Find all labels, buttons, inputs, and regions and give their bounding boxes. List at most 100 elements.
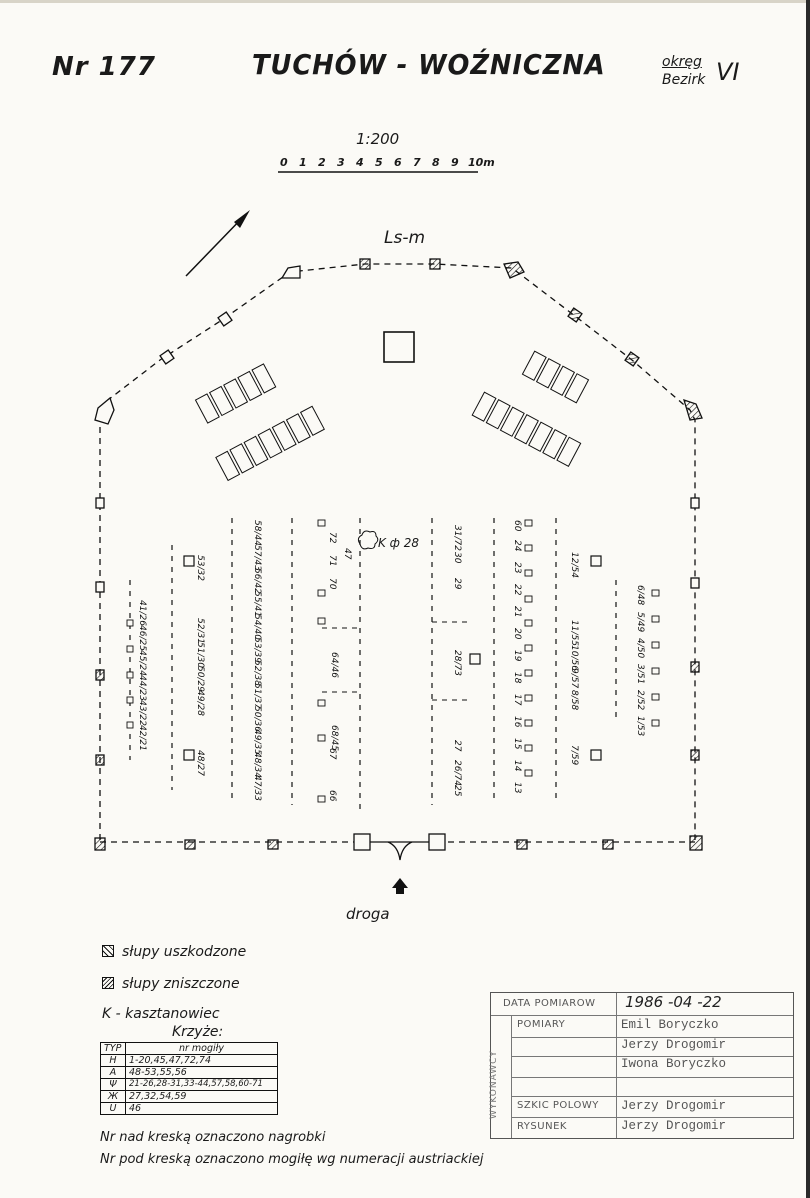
grave-numbers: 48-53,55,56 [125, 1066, 278, 1079]
grave-numbers: 27,32,54,59 [125, 1090, 278, 1103]
grave-label: 47 [342, 548, 352, 560]
scale-tick: 0 [280, 156, 288, 169]
north-arrow-icon [185, 210, 250, 277]
grave-label: 25 [452, 785, 462, 797]
date-label: DATA POMIAROW [503, 998, 596, 1009]
legend-destroyed: słupy zniszczone [102, 976, 240, 992]
legend-damaged-text: słupy uszkodzone [122, 944, 247, 960]
grave-label: 52/31 [195, 618, 205, 644]
entrance-arrow-icon [392, 878, 408, 894]
grave-label: 3/51 [635, 664, 645, 684]
date-value: 1986 -04 -22 [625, 993, 722, 1011]
grave-label: 15 [512, 738, 522, 750]
cemetery-fence [99, 263, 696, 843]
grave-label: 11/55 [569, 620, 579, 646]
grave-label: 52/38 [252, 660, 262, 686]
grave-label: 47/33 [252, 775, 262, 801]
grave-markers [126, 519, 660, 803]
grave-label: 45/24 [137, 650, 147, 676]
grave-label: 70 [327, 578, 337, 590]
grave-label: 56/42 [252, 568, 262, 594]
scale-tick: 8 [432, 156, 440, 169]
grave-numbers: 1-20,45,47,72,74 [125, 1054, 278, 1067]
grave-label: 21 [512, 606, 522, 617]
pomiary-person-3: Iwona Boryczko [621, 1057, 727, 1071]
table-header: TYP [100, 1042, 126, 1055]
grave-label: 13 [512, 782, 522, 794]
grave-label: 58/44 [252, 520, 262, 546]
scale-tick: 2 [318, 156, 326, 169]
scale-tick: 9 [451, 156, 459, 169]
grave-label: 41/26 [137, 600, 147, 626]
scale-tick: 3 [337, 156, 345, 169]
grave-group-north-west [194, 363, 325, 482]
grave-label: 10/56 [569, 645, 579, 671]
legend-k-note: K - kasztanowiec [102, 1006, 220, 1022]
district-label: okręg [662, 54, 702, 70]
grave-label: 31/72 [452, 525, 462, 551]
table-header-row: TYP nr mogiły [100, 1042, 278, 1055]
grave-label: 51/30 [195, 642, 205, 668]
szkic-value: Jerzy Drogomir [621, 1099, 727, 1113]
pomiary-label: POMIARY [517, 1019, 566, 1030]
grave-label: 43/22 [137, 700, 147, 726]
grave-label: 46/25 [137, 625, 147, 651]
scale-tick: 10m [468, 156, 495, 169]
grave-label: 4/50 [635, 638, 645, 658]
grave-label: 20 [512, 628, 522, 640]
pomiary-person-2: Jerzy Drogomir [621, 1038, 727, 1052]
stamp-date-row: DATA POMIAROW 1986 -04 -22 [491, 993, 793, 1016]
legend-damaged: słupy uszkodzone [102, 944, 246, 960]
grave-label: 64/46 [329, 652, 339, 678]
grave-label: 72 [327, 532, 337, 544]
road-label: droga [346, 905, 390, 923]
grave-label: 14 [512, 760, 522, 772]
grave-label: 17 [512, 694, 522, 706]
grave-labels: 41/26 46/25 45/24 44/23 43/22 42/21 53/3… [137, 520, 645, 802]
grave-label: 49/35 [252, 729, 262, 755]
damaged-post-icon [102, 945, 114, 957]
fence-posts [94, 258, 703, 851]
cemetery-gate [353, 833, 446, 861]
grave-label: 7/59 [569, 745, 579, 765]
district-number: VI [716, 58, 740, 86]
grave-label: 50/36 [252, 706, 262, 732]
grave-label: 30 [452, 552, 462, 564]
scale-tick: 7 [413, 156, 421, 169]
top-edge [0, 0, 810, 3]
north-label: Ls-m [384, 228, 426, 248]
cross-type: Ж [100, 1090, 126, 1103]
tree-label: K ф 28 [378, 536, 420, 550]
scale-ratio: 1:200 [356, 130, 400, 148]
grave-label: 49/28 [195, 690, 205, 716]
grave-label: 1/53 [635, 716, 645, 736]
crosses-title: Krzyże: [172, 1024, 224, 1040]
grave-label: 54/40 [252, 614, 262, 640]
grave-label: 23 [512, 562, 522, 574]
grave-label: 29 [452, 578, 462, 590]
rysunek-label: RYSUNEK [517, 1121, 567, 1132]
grave-label: 28/73 [452, 650, 462, 676]
table-header: nr mogiły [125, 1042, 278, 1055]
grave-numbers: 46 [125, 1102, 278, 1115]
destroyed-post-icon [102, 977, 114, 989]
grave-label: 53/32 [195, 555, 205, 581]
grave-label: 6/48 [635, 585, 645, 605]
grave-label: 19 [512, 650, 522, 662]
grave-label: 26/74 [452, 760, 462, 786]
grave-label: 50/29 [195, 666, 205, 692]
survey-stamp: DATA POMIAROW 1986 -04 -22 WYKONAWCY POM… [489, 992, 794, 1139]
legend-destroyed-text: słupy zniszczone [122, 976, 240, 992]
rysunek-value: Jerzy Drogomir [621, 1119, 727, 1133]
scale-tick: 6 [394, 156, 402, 169]
grave-label: 12/54 [569, 552, 579, 578]
grave-label: 67 [327, 748, 337, 760]
grave-label: 5/49 [635, 612, 645, 632]
grave-label: 22 [512, 584, 522, 596]
grave-label: 27 [452, 740, 462, 752]
